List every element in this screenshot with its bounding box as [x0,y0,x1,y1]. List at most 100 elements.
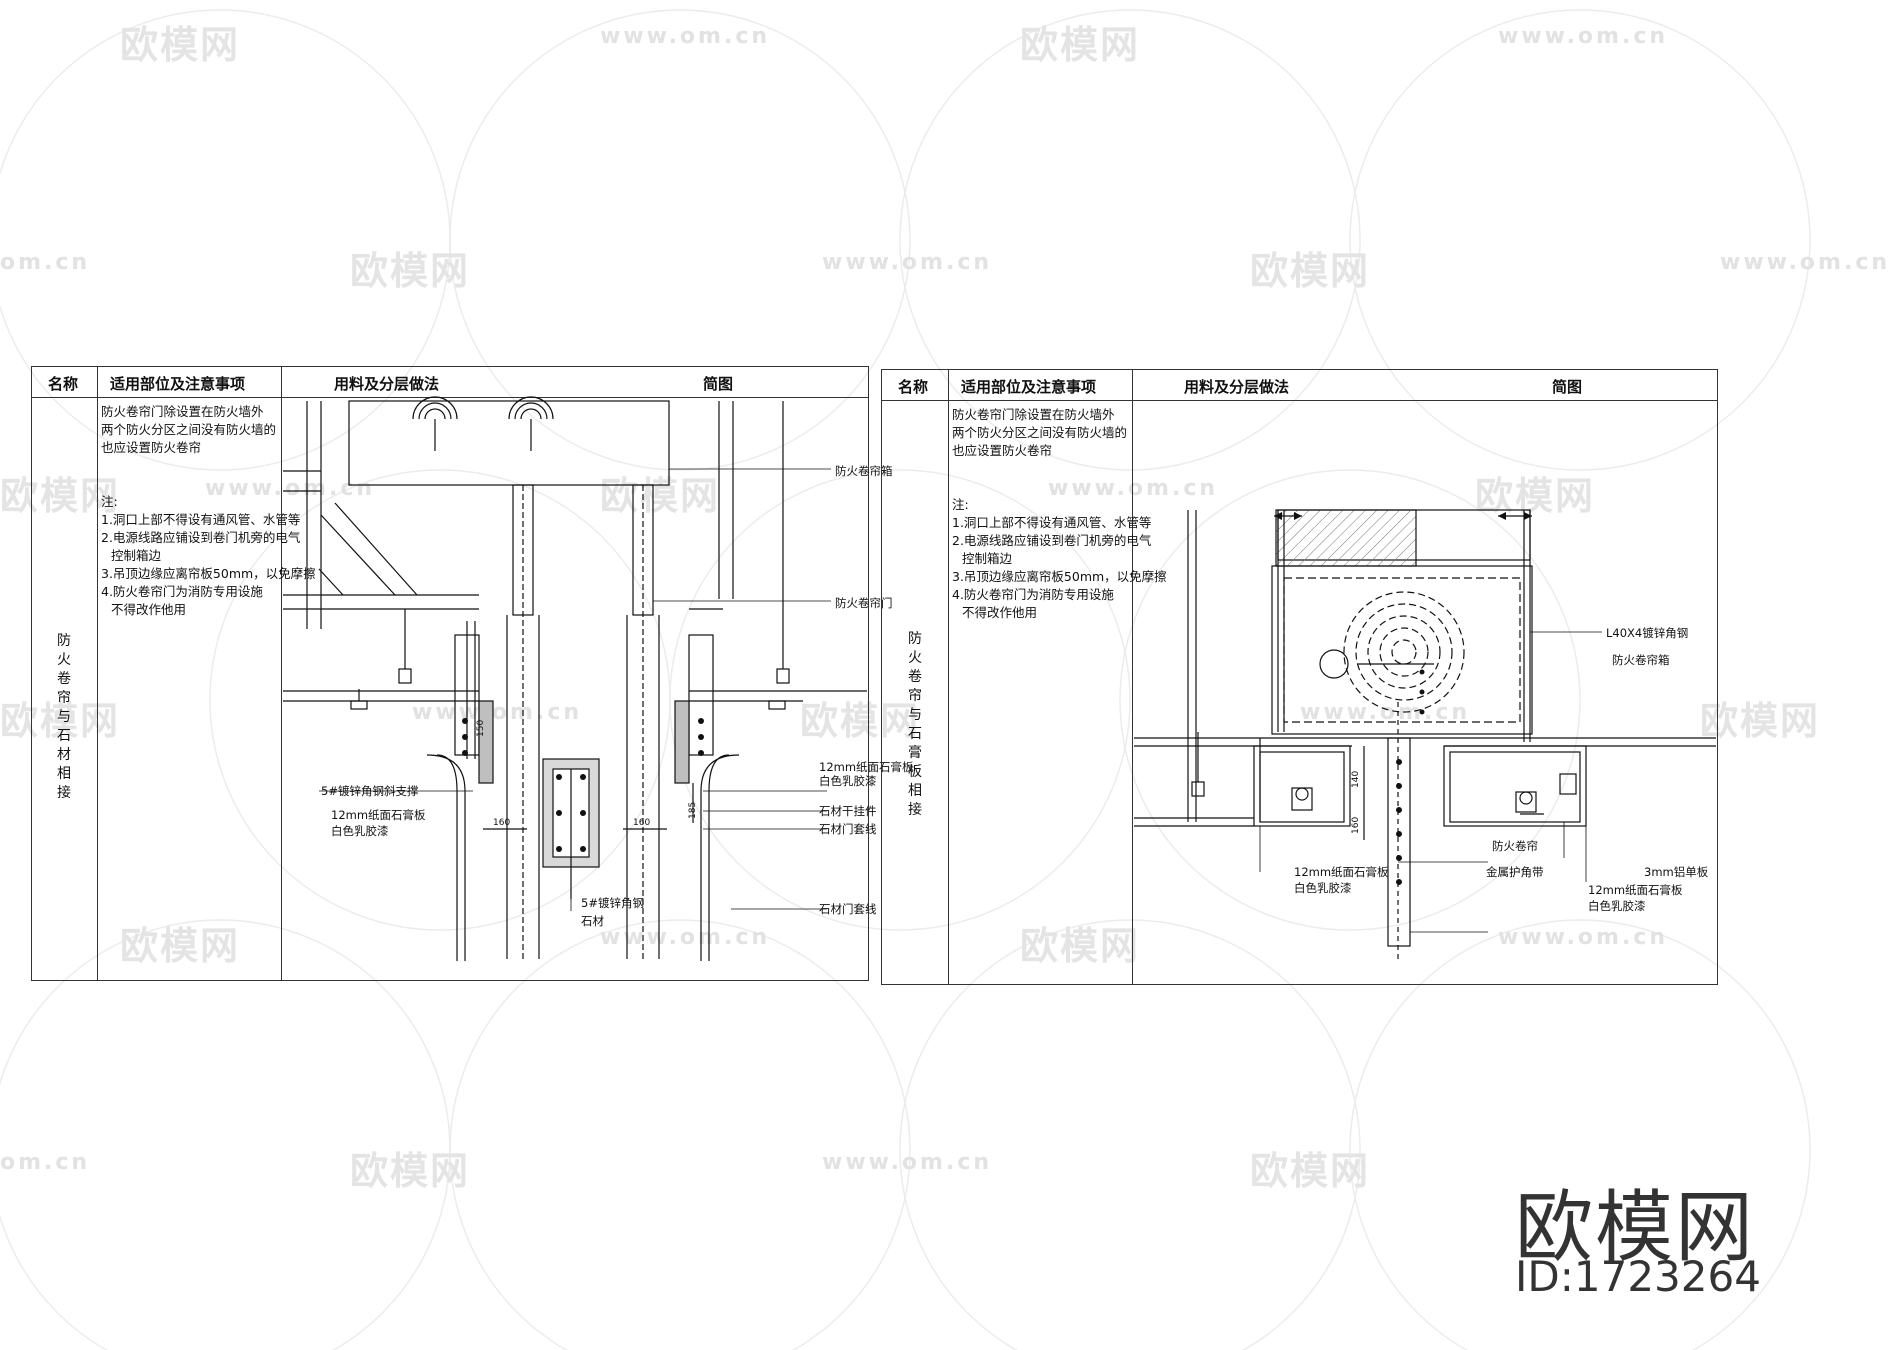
item-name-vertical: 防 火 卷 帘 与 石 膏 板 相 接 [907,630,923,820]
note-line: 4.防火卷帘门为消防专用设施 [101,584,263,599]
label-gypsum: 12mm纸面石膏板 [1294,865,1389,879]
label-shutter-door: 防火卷帘门 [835,596,893,610]
label-stone: 石材 [581,914,604,928]
name-char: 卷 [908,669,922,685]
name-char: 火 [908,650,922,666]
note-line: 2.电源线路应铺设到卷门机旁的电气 [952,533,1152,548]
watermark-brand: 欧模网 [1250,249,1371,293]
column-divider [948,370,949,984]
label-paint-right: 白色乳胶漆 [1588,899,1646,913]
header-usage: 适用部位及注意事项 [110,375,246,393]
watermark-brand: 欧模网 [350,249,471,293]
watermark-brand: 欧模网 [1020,23,1141,67]
name-char: 接 [57,785,71,801]
dim-label: 185 [688,802,698,819]
name-char: 膏 [908,745,922,761]
name-char: 火 [57,652,71,668]
header-sketch: 简图 [703,375,734,393]
label-shutter-box: 防火卷帘箱 [835,464,893,478]
roll-arc [508,396,554,420]
dim-label: 160 [1351,817,1361,834]
intro-line: 防火卷帘门除设置在防火墙外 [101,404,264,419]
column-divider [1132,370,1133,984]
header-usage: 适用部位及注意事项 [961,378,1097,396]
note-line: 3.吊顶边缘应离帘板50mm，以免摩擦 [101,566,316,581]
column-divider [281,367,282,980]
column-divider [97,367,98,980]
watermark-url: www.om.cn [822,1150,993,1175]
label-shutter: 防火卷帘 [1492,839,1538,853]
notes-title: 注: [101,494,118,509]
header-name: 名称 [48,375,79,393]
name-char: 防 [57,633,71,649]
label-pendant: 石材干挂件 [819,804,877,818]
name-char: 卷 [57,671,71,687]
label-paint: 白色乳胶漆 [331,824,389,838]
section-drawing-gypsum: L40X4镀锌角钢 防火卷帘箱 12mm纸面石膏板 白色乳胶漆 防火卷帘 金属护… [1134,509,1716,962]
dim-label: 160 [633,818,650,828]
watermark-url: om.cn [0,1150,91,1175]
name-char: 板 [908,764,922,780]
label-paint: 白色乳胶漆 [1294,881,1352,895]
label-frame: 石材门套线 [819,822,877,836]
note-line: 4.防火卷帘门为消防专用设施 [952,587,1114,602]
note-line: 3.吊顶边缘应离帘板50mm，以免摩擦 [952,569,1167,584]
label-angle-steel: L40X4镀锌角钢 [1606,626,1688,640]
name-char: 防 [908,631,922,647]
name-char: 与 [57,709,71,725]
label-brace: 5#镀锌角钢斜支撑 [321,784,419,798]
watermark-url: www.om.cn [1498,24,1669,49]
note-line: 不得改作他用 [111,602,187,617]
note-line: 2.电源线路应铺设到卷门机旁的电气 [101,530,301,545]
dim-label: 140 [1351,771,1361,788]
asset-id: ID:1723264 [1515,1252,1761,1301]
watermark-brand: 欧模网 [120,23,241,67]
table-header-row [32,367,868,398]
note-line: 1.洞口上部不得设有通风管、水管等 [101,512,301,527]
note-line: 控制箱边 [111,548,162,563]
brand-logo-text: 欧模网 [1515,1183,1756,1273]
label-angle-steel: 5#镀锌角钢 [581,896,644,910]
header-sketch: 简图 [1552,378,1583,396]
intro-line: 也应设置防火卷帘 [952,443,1053,458]
usage-notes: 防火卷帘门除设置在防火墙外 两个防火分区之间没有防火墙的 也应设置防火卷帘 注:… [101,403,316,619]
name-char: 帘 [908,688,922,704]
header-name: 名称 [898,378,929,396]
header-method: 用料及分层做法 [334,375,440,393]
usage-notes: 防火卷帘门除设置在防火墙外 两个防火分区之间没有防火墙的 也应设置防火卷帘 注:… [952,406,1167,622]
notes-title: 注: [952,497,969,512]
name-char: 石 [57,728,71,744]
detail-table-left: 名称 适用部位及注意事项 用料及分层做法 简图 防 火 卷 帘 与 石 材 相 … [31,366,914,981]
name-char: 接 [908,802,922,818]
label-paint-right: 白色乳胶漆 [819,774,877,788]
name-char: 与 [908,707,922,723]
name-char: 材 [57,747,71,763]
roll-arc [412,396,458,420]
intro-line: 也应设置防火卷帘 [101,440,202,455]
dim-label: 150 [476,720,486,737]
name-char: 相 [908,783,922,799]
label-gypsum: 12mm纸面石膏板 [331,808,426,822]
detail-table-right: 名称 适用部位及注意事项 用料及分层做法 简图 防 火 卷 帘 与 石 膏 板 … [881,369,1718,985]
watermark-url: om.cn [0,250,91,275]
intro-line: 两个防火分区之间没有防火墙的 [952,425,1128,440]
label-shutter-box: 防火卷帘箱 [1612,653,1670,667]
name-char: 石 [908,726,922,742]
item-name-vertical: 防 火 卷 帘 与 石 材 相 接 [56,632,72,803]
watermark-brand: 欧模网 [350,1149,471,1193]
section-drawing-stone: 防火卷帘箱 防火卷帘门 5#镀锌角钢斜支撑 12mm纸面石膏板 白色乳胶漆 12… [283,396,914,961]
intro-line: 两个防火分区之间没有防火墙的 [101,422,277,437]
table-header-row [882,370,1717,401]
name-char: 相 [57,766,71,782]
note-line: 1.洞口上部不得设有通风管、水管等 [952,515,1152,530]
watermark-url: www.om.cn [822,250,993,275]
watermark-brand: 欧模网 [1250,1149,1371,1193]
label-gypsum-right: 12mm纸面石膏板 [1588,883,1683,897]
label-corner-bead: 金属护角带 [1486,865,1544,879]
watermark-url: www.om.cn [600,24,771,49]
note-line: 不得改作他用 [962,605,1038,620]
header-method: 用料及分层做法 [1184,378,1290,396]
dim-label: 160 [493,818,510,828]
watermark-url: www.om.cn [1720,250,1890,275]
intro-line: 防火卷帘门除设置在防火墙外 [952,407,1115,422]
